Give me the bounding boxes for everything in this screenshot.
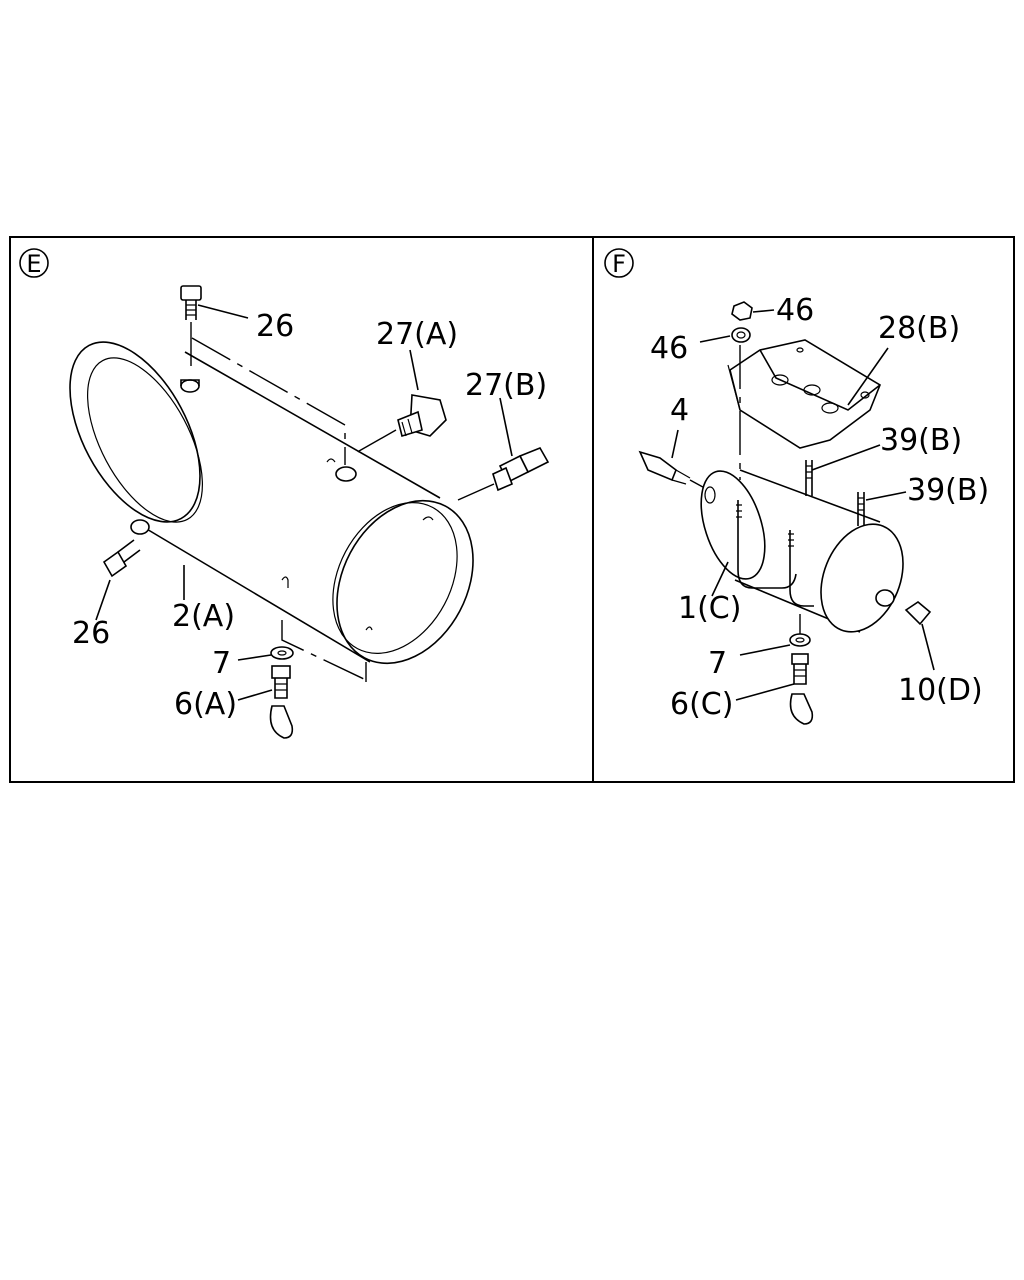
label-nut-46-lower: 46 [650,331,688,366]
panel-f-badge: F [604,248,634,278]
air-tank-small [700,469,904,633]
tank-boss-mid [326,458,357,482]
nut-icon [731,301,753,321]
elbow-fitting-icon [397,394,447,438]
air-tank-large [69,341,474,665]
label-u-bolt-39b-a: 39(B) [880,423,962,458]
label-plug-10d: 10(D) [898,673,983,708]
label-bolt-26-left: 26 [72,616,110,651]
nut-icon [731,327,751,343]
panel-f-drawing [638,301,935,725]
panel-f-frame [592,236,1015,783]
label-drain-valve-6c: 6(C) [670,687,733,722]
label-washer-7: 7 [212,646,231,681]
u-bolt-icon [736,500,814,607]
panel-f-id: F [612,250,626,278]
panel-e-drawing [69,285,550,739]
label-switch-4: 4 [670,393,689,428]
panel-e-badge: E [19,248,49,278]
panel-e-id: E [26,250,41,278]
washer-icon [789,633,811,647]
mounting-bracket [727,339,881,449]
drain-plug-icon [904,601,932,626]
drain-valve-icon [789,653,814,725]
label-washer-7-f: 7 [708,646,727,681]
tank-boss-left [130,519,150,535]
label-straight-fitting-27b: 27(B) [465,368,547,403]
label-tank-2a: 2(A) [172,599,235,634]
washer-icon [270,646,294,660]
stud-icon [857,492,865,526]
label-u-bolt-39b-b: 39(B) [907,473,989,508]
pressure-switch-icon [638,450,691,485]
label-elbow-fitting-27a: 27(A) [376,317,458,352]
label-bolt-26-top: 26 [256,309,294,344]
tank-boss-top [180,379,200,393]
label-tank-1c: 1(C) [678,591,741,626]
stud-icon [805,460,813,496]
label-nut-46-top: 46 [776,293,814,328]
label-drain-valve-6a: 6(A) [174,687,237,722]
drain-valve-icon [269,665,294,739]
straight-fitting-icon [492,446,550,492]
label-bracket-28b: 28(B) [878,311,960,346]
bolt-icon [102,539,141,578]
bolt-icon [180,285,202,320]
panel-e-frame [9,236,594,783]
